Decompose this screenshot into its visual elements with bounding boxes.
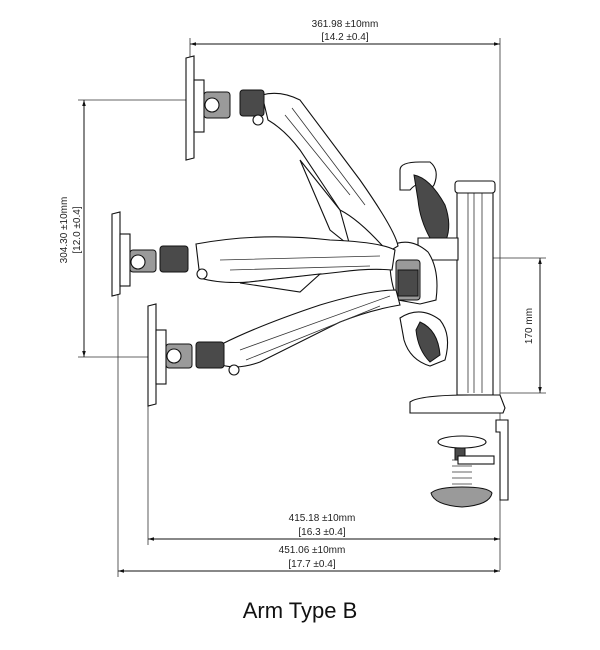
monitor-head-lower — [147, 303, 240, 407]
pole-assembly — [409, 180, 509, 508]
bottom-width-inches: [17.7 ±0.4] — [288, 559, 335, 570]
elbow-joint — [389, 241, 438, 305]
monitor-head-top — [185, 55, 265, 161]
pole-bracket-lower — [399, 311, 449, 367]
pole-bracket-upper — [399, 161, 459, 261]
vertical-height-inches: [12.0 ±0.4] — [72, 206, 83, 253]
top-width-inches: [14.2 ±0.4] — [321, 32, 368, 43]
vertical-height-value: 304.30 ±10mm — [59, 197, 70, 264]
dimension-bottom-width: 451.06 ±10mm [17.7 ±0.4] — [117, 290, 500, 577]
lower-width-value: 415.18 ±10mm — [289, 513, 356, 524]
arm-middle — [195, 236, 396, 293]
arm-lowered — [221, 289, 401, 368]
diagram-caption: Arm Type B — [242, 598, 358, 623]
arm-raised — [261, 92, 399, 253]
bottom-width-value: 451.06 ±10mm — [279, 545, 346, 556]
monitor-head-middle — [111, 211, 208, 297]
pole-height-value: 170 mm — [524, 308, 535, 344]
top-width-value: 361.98 ±10mm — [312, 19, 379, 30]
dimension-lower-width: 415.18 ±10mm [16.3 ±0.4] — [147, 400, 500, 545]
dimension-vertical-height: 304.30 ±10mm [12.0 ±0.4] — [59, 99, 190, 358]
lower-width-inches: [16.3 ±0.4] — [298, 527, 345, 538]
